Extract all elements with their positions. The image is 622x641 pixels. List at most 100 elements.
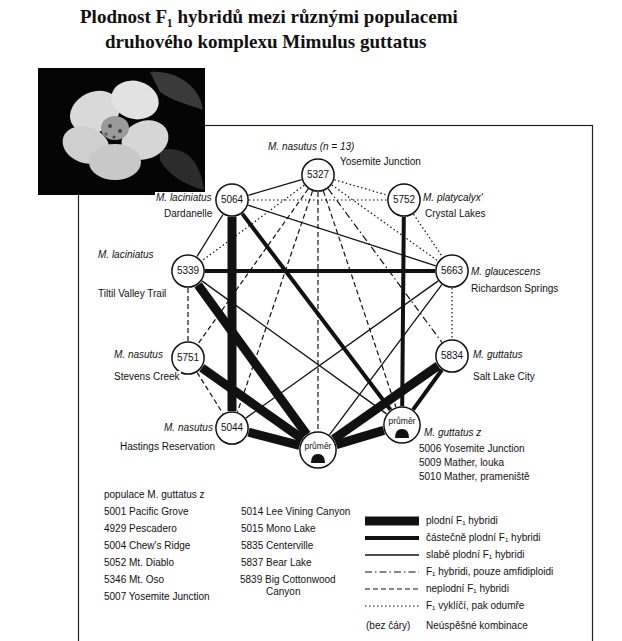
hybrid-connector — [323, 191, 396, 407]
circle-shape — [302, 159, 334, 191]
population-circle: 5834M. guttatusSalt Lake City — [435, 339, 469, 373]
legend-line — [365, 554, 419, 555]
locality-name: Salt Lake City — [472, 371, 536, 383]
species-name: M. laciniatus — [155, 192, 213, 204]
population-entry: 4929 Pescadero — [103, 523, 178, 535]
circle-shape — [436, 340, 468, 372]
locality-name: Stevens Creek — [113, 371, 181, 383]
population-entry: 5346 Mt. Oso — [103, 574, 165, 586]
legend-line-sample — [365, 532, 421, 544]
hybrid-connector — [402, 217, 404, 406]
species-name: M. platycalyx' — [422, 192, 484, 204]
population-entry: 5015 Mono Lake — [240, 523, 317, 535]
hybrid-connector — [198, 285, 307, 435]
population-entry: 5052 Mt. Diablo — [103, 557, 175, 569]
legend-line-sample — [365, 583, 421, 595]
locality-name: 5010 Mather, prameniště — [418, 471, 531, 483]
flower-photo — [38, 68, 205, 195]
average-label: průměr — [299, 431, 337, 451]
hybrid-connector — [334, 180, 387, 196]
population-number: 5339 — [171, 254, 205, 288]
locality-name: 5009 Mather, louka — [418, 457, 505, 469]
legend-text: F₁ vyklíčí, pak odumře — [425, 600, 525, 612]
population-circle: 5751M. nasutusStevens Creek — [171, 341, 205, 375]
hybrid-connector — [238, 191, 313, 412]
population-number: 5751 — [171, 341, 205, 375]
population-circle: 5327M. nasutus (n = 13)Yosemite Junction — [301, 158, 335, 192]
legend-line — [365, 605, 419, 606]
hybrid-connector — [336, 430, 384, 444]
species-name: M. nasutus — [163, 422, 214, 434]
average-symbol — [395, 429, 409, 438]
hybrid-connector — [317, 192, 318, 431]
average-symbol — [311, 454, 325, 463]
population-number: 5327 — [301, 158, 335, 192]
figure-title: Plodnost F₁ hybridů mezi různými populac… — [80, 4, 550, 54]
hybrid-connector — [197, 372, 223, 413]
legend-text: Neúspěšné kombinace — [425, 620, 529, 632]
hybrid-connector — [329, 285, 441, 435]
locality-name: Richardson Springs — [470, 283, 559, 295]
circle-shape — [172, 342, 204, 374]
population-number: 5663 — [435, 254, 469, 288]
legend-note: (bez čáry) — [365, 620, 411, 632]
hybrid-connector — [187, 288, 188, 341]
diagram-frame — [79, 126, 593, 641]
legend-text: plodní F₁ hybridi — [425, 515, 499, 527]
hybrid-connector — [413, 370, 442, 410]
population-entry: 5839 Big Cottonwood Canyon — [240, 574, 357, 598]
legend-text: částečně plodní F₁ hybridi — [425, 532, 542, 544]
locality-name: Hastings Reservation — [119, 441, 216, 453]
locality-name: 5006 Yosemite Junction — [418, 443, 526, 455]
legend-line-sample — [365, 600, 421, 612]
hybrid-connector — [451, 288, 452, 339]
hybrid-connector — [249, 199, 387, 200]
hybrid-connector — [202, 281, 387, 414]
circle-shape — [388, 184, 420, 216]
population-entry: 5004 Chew's Ridge — [103, 540, 191, 552]
species-name: M. guttatus — [472, 349, 523, 361]
species-name: M. glaucescens — [470, 266, 541, 278]
hybrid-connector — [414, 214, 443, 257]
population-circle: 5752M. platycalyx'Crystal Lakes — [387, 183, 421, 217]
legend-line — [365, 517, 419, 526]
legend-line — [365, 588, 419, 589]
average-circle: průměrM. guttatus z5006 Yosemite Junctio… — [383, 406, 421, 444]
population-circle: 5064M. laciniatusDardanelle — [215, 183, 249, 217]
circle-shape — [300, 432, 336, 468]
locality-name: Crystal Lakes — [424, 208, 487, 220]
hybrid-connector — [205, 269, 435, 273]
species-name: M. nasutus — [113, 349, 164, 361]
locality-name: Dardanelle — [163, 208, 213, 220]
legend-text: slabě plodní F₁ hybridi — [425, 549, 525, 561]
legend-line-sample — [365, 549, 421, 561]
population-number: 5834 — [435, 339, 469, 373]
average-circle: průměr — [299, 431, 337, 469]
population-circle: 5044M. nasutusHastings Reservation — [215, 411, 249, 445]
population-circle: 5339M. laciniatusTiltil Valley Trail — [171, 254, 205, 288]
species-name: M. laciniatus — [97, 249, 155, 261]
hybrid-connector — [198, 189, 308, 344]
list-heading: populace M. guttatus z — [103, 489, 206, 501]
circle-shape — [216, 412, 248, 444]
population-entry: 5007 Yosemite Junction — [103, 591, 211, 603]
population-entry: 5001 Pacific Grove — [103, 506, 190, 518]
legend-line-sample — [365, 566, 421, 578]
population-circle: 5663M. glaucescensRichardson Springs — [435, 254, 469, 288]
legend-line-sample — [365, 515, 421, 527]
population-number: 5064 — [215, 183, 249, 217]
legend-text: F₁ hybridi, pouze amfidiploidi — [425, 566, 554, 578]
average-label: průměr — [383, 406, 421, 426]
hybrid-connector — [197, 215, 223, 257]
locality-name: Yosemite Junction — [339, 156, 422, 168]
hybrid-connector — [249, 432, 300, 445]
population-entry: 5837 Bear Lake — [240, 557, 313, 569]
locality-name: Tiltil Valley Trail — [97, 288, 171, 300]
population-entry: 5014 Lee Vining Canyon — [240, 506, 351, 518]
population-number: 5752 — [387, 183, 421, 217]
circle-shape — [384, 407, 420, 443]
hybrid-connector — [242, 214, 390, 410]
circle-shape — [436, 255, 468, 287]
population-number: 5044 — [215, 411, 249, 445]
circle-shape — [216, 184, 248, 216]
